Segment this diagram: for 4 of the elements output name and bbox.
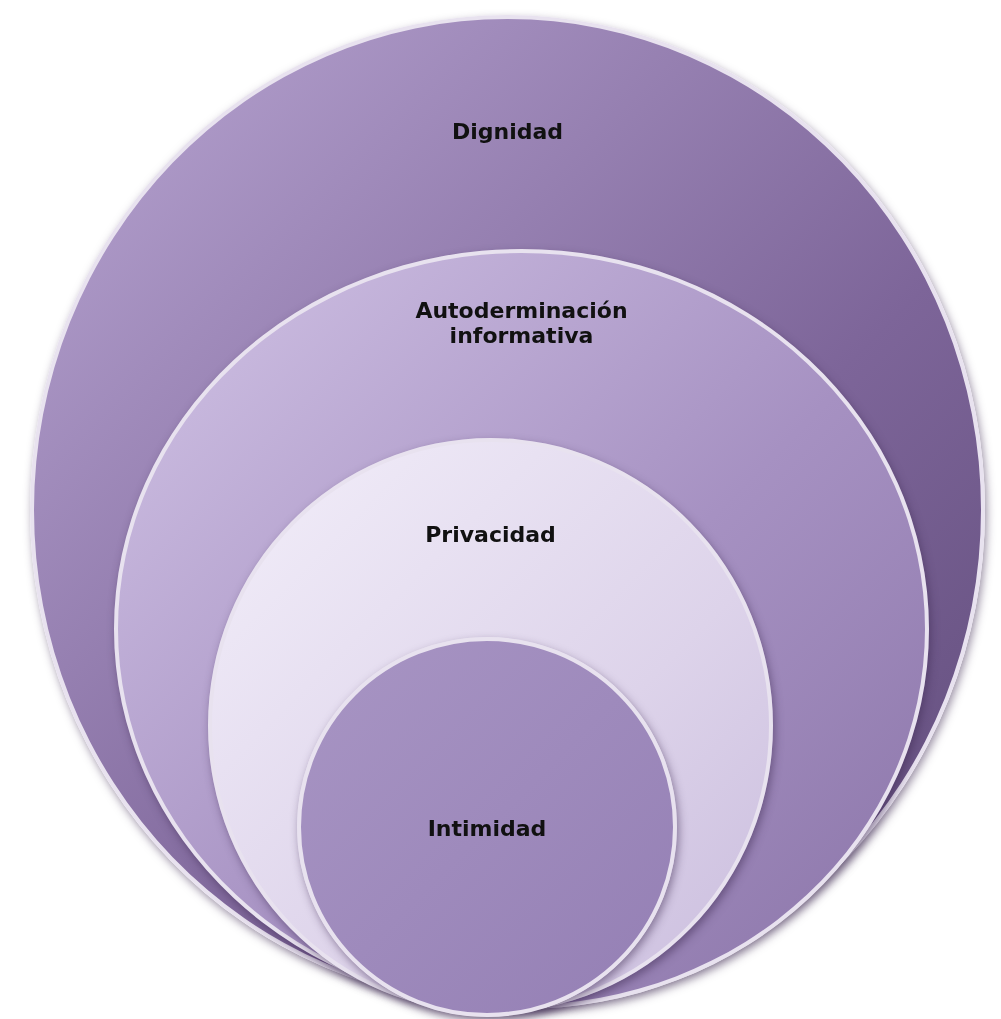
circle-label: Intimidad: [426, 816, 548, 841]
circle-label: Dignidad: [450, 119, 565, 144]
circle-label: Privacidad: [424, 522, 557, 547]
circle-label: Autoderminación informativa: [414, 298, 629, 348]
